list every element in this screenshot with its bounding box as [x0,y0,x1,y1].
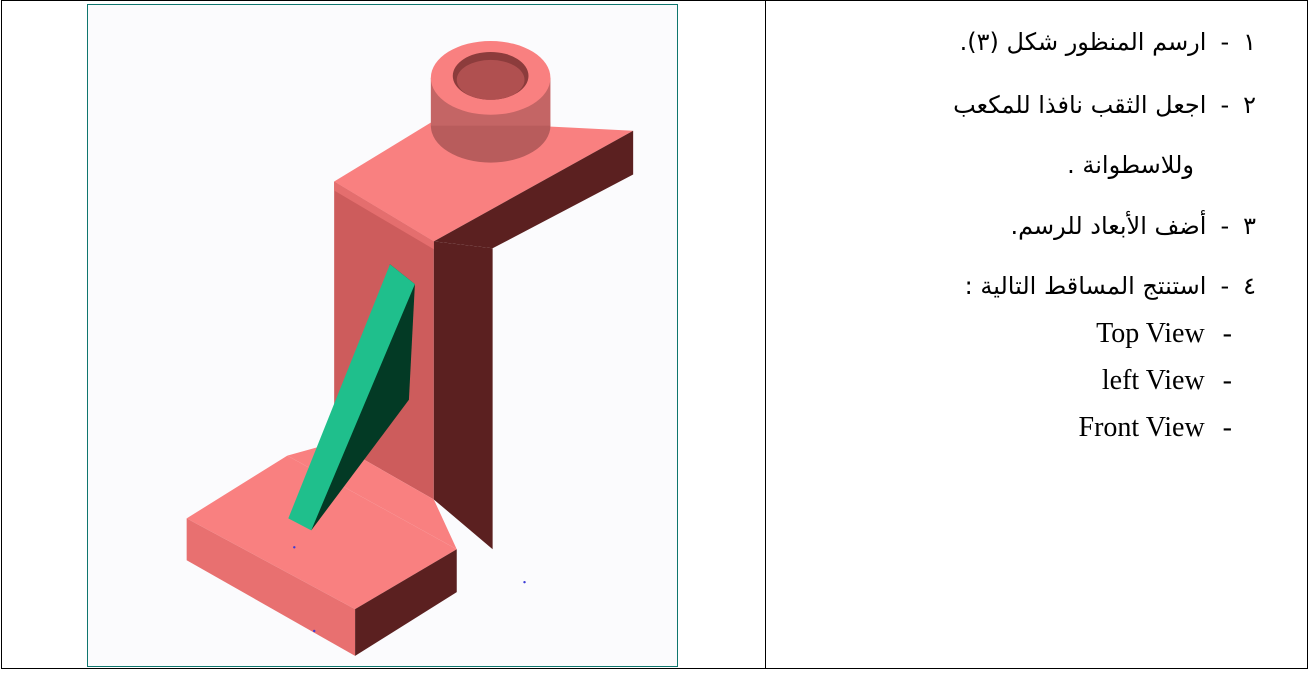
view-left: left View- [1102,365,1232,397]
view-dash: - [1222,365,1232,396]
vertex-dot [293,546,296,549]
view-dash: - [1222,318,1232,349]
arm-top-face [334,120,634,242]
instruction-number: ٤ [1243,272,1256,300]
instruction-text: اجعل الثقب نافذا للمكعب [953,91,1207,119]
figure-frame [87,4,678,667]
wall-side-face [433,241,493,550]
view-label: left View [1101,365,1205,396]
base-side-face [355,549,457,656]
instruction-dash: - [1220,212,1230,240]
view-label: Top View [1096,318,1205,349]
vertex-dot [523,580,526,584]
rib-light-face [288,264,415,531]
vertex-dot [313,629,316,633]
instructions-column: ١-ارسم المنظور شكل (٣). ٢-اجعل الثقب ناف… [766,0,1306,669]
column-divider [765,1,766,668]
view-front: Front View- [1079,412,1232,444]
arm-edge-strip [334,181,434,250]
instruction-number: ٢ [1243,91,1256,119]
isometric-bracket-drawing [186,41,634,656]
instruction-dash: - [1220,272,1230,300]
base-top-face [186,455,457,610]
instruction-4: ٤-استنتج المساقط التالية : [965,272,1256,300]
instruction-1: ١-ارسم المنظور شكل (٣). [960,28,1256,56]
instruction-text: أضف الأبعاد للرسم. [1010,212,1207,240]
cylinder-hole-inner [456,59,525,100]
instruction-number: ١ [1243,28,1256,56]
view-top: Top View- [1096,318,1232,350]
arm-front-face [433,130,634,249]
instruction-text: استنتج المساقط التالية : [964,272,1207,300]
instruction-2: ٢-اجعل الثقب نافذا للمكعب [953,91,1256,119]
instruction-text: ارسم المنظور شكل (٣). [959,28,1207,56]
view-label: Front View [1078,412,1205,443]
instruction-dash: - [1220,91,1230,119]
base-front-face [186,518,356,656]
instruction-dash: - [1220,28,1230,56]
instruction-number: ٣ [1243,212,1256,240]
instruction-3: ٣-أضف الأبعاد للرسم. [1010,212,1256,240]
instruction-2-continued: وللاسطوانة . [1067,151,1194,179]
view-dash: - [1222,412,1232,443]
